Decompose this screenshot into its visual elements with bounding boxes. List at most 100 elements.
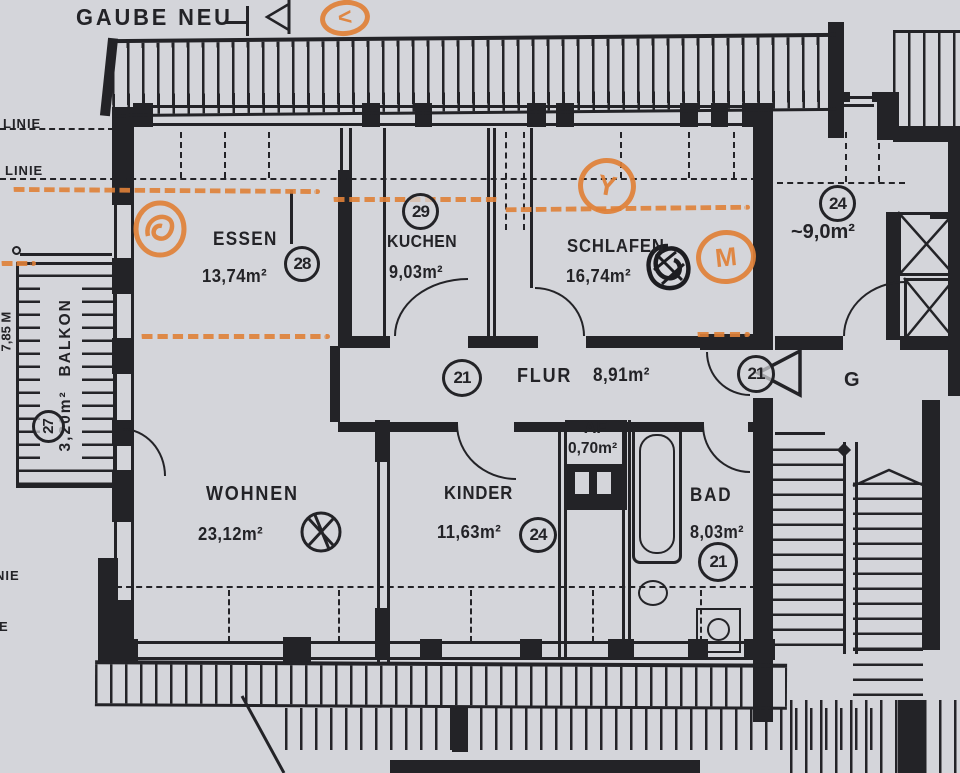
wall-segment [98, 558, 118, 662]
wall-segment [514, 422, 628, 432]
wall-segment [112, 258, 134, 294]
wall-segment [628, 420, 631, 660]
orange-m-mark: M [693, 227, 759, 287]
hatch-band [853, 470, 923, 650]
hatch-band [853, 650, 923, 696]
wall-segment [520, 639, 542, 660]
door-swing-arc [122, 428, 166, 476]
construction-dash-line [878, 132, 880, 182]
schlafen-number-scribble [646, 243, 691, 291]
room-number-balkon: 27 [32, 410, 65, 443]
wall-segment [843, 442, 846, 654]
wall-segment [112, 470, 134, 522]
wall-segment [748, 422, 755, 432]
leader-line [225, 21, 249, 24]
wall-segment [700, 334, 755, 350]
wall-segment [375, 608, 389, 660]
construction-dash-line [700, 590, 702, 642]
wall-segment [340, 128, 343, 173]
wall-segment [290, 190, 293, 244]
construction-dash-line [228, 590, 230, 642]
wall-segment [330, 346, 340, 422]
hatch-band [893, 30, 960, 130]
stair-apex-line [852, 468, 926, 488]
door-swing-arc [702, 425, 750, 473]
room-label-kinder: KINDER [444, 482, 514, 503]
wall-segment [131, 107, 134, 662]
room-label-wohnen: WOHNEN [206, 483, 299, 505]
entrance-door-number: 21 [737, 355, 775, 393]
leader-tick [246, 6, 249, 36]
hatch-band [924, 700, 960, 773]
wall-segment [468, 336, 538, 348]
room-label-af: AF [584, 418, 607, 437]
room-label-bad: BAD [690, 485, 733, 506]
construction-dash-line [180, 132, 182, 178]
construction-dash-line [620, 132, 622, 178]
fixture-outline [638, 580, 668, 606]
wall-segment [487, 128, 490, 340]
hatch-band [94, 660, 788, 710]
room-number-essen: 28 [284, 246, 320, 282]
construction-dash-line [592, 590, 594, 642]
wall-segment [753, 398, 773, 662]
door-swing-arc [843, 281, 905, 336]
wall-segment [390, 760, 700, 773]
m-glyph: M [713, 240, 739, 273]
room-area-af: 0,70m² [568, 440, 618, 457]
linie-label-top: LINIE [3, 116, 42, 131]
wall-segment [283, 637, 311, 662]
room-area-essen: 13,74m² [202, 265, 268, 286]
construction-dash-line [0, 178, 757, 180]
wall-segment [688, 639, 708, 660]
wall-segment [375, 420, 389, 462]
wall-segment [753, 107, 773, 350]
orange-marker-line [11, 186, 321, 195]
wall-segment [608, 639, 634, 660]
construction-dash-line [505, 132, 507, 230]
fixture-outline [565, 420, 627, 510]
construction-dash-line [338, 590, 340, 642]
wall-segment [844, 104, 874, 107]
room-area-nebenraum: ~9,0m² [791, 221, 855, 243]
linie-label-mid: LINIE [5, 163, 44, 178]
room-area-flur: 8,91m² [593, 365, 650, 386]
hatch-band [773, 446, 843, 646]
hatch-band [285, 708, 885, 750]
room-number-kinder: 24 [519, 517, 557, 553]
orange-marker-line [696, 332, 750, 337]
wall-segment [383, 128, 386, 340]
construction-dash-line [523, 132, 525, 230]
wall-segment [338, 422, 458, 432]
room-label-essen: ESSEN [213, 229, 278, 250]
fixture-outline [632, 424, 682, 564]
fixture-outline [696, 608, 741, 653]
room-label-flur: FLUR [517, 365, 573, 387]
construction-dash-line [0, 128, 114, 130]
wall-segment [530, 128, 533, 288]
hatch-band [111, 32, 837, 118]
door-swing-arc [535, 287, 585, 336]
room-number-nebenraum: 24 [819, 185, 856, 222]
room-label-balkon: BALKON [57, 298, 74, 377]
wall-segment [114, 657, 775, 660]
wall-segment [893, 128, 960, 142]
orange-marker-line [0, 261, 36, 266]
room-label-kuechen: KUCHEN [387, 231, 458, 251]
wall-segment [420, 639, 442, 660]
room-number-kuechen: 29 [402, 193, 439, 230]
wall-segment [377, 420, 380, 662]
wall-segment [558, 430, 561, 660]
fixture-outline [707, 618, 730, 641]
wall-segment [338, 170, 352, 348]
wall-segment [112, 107, 134, 205]
door-swing-arc [394, 278, 468, 336]
wall-segment [112, 639, 138, 661]
chevron-glyph: < [336, 3, 354, 32]
wall-segment [387, 420, 390, 662]
room-area-kuechen: 9,03m² [389, 262, 444, 282]
fixture-outline [12, 246, 21, 255]
construction-dash-line [224, 132, 226, 178]
construction-dash-line [845, 132, 847, 182]
